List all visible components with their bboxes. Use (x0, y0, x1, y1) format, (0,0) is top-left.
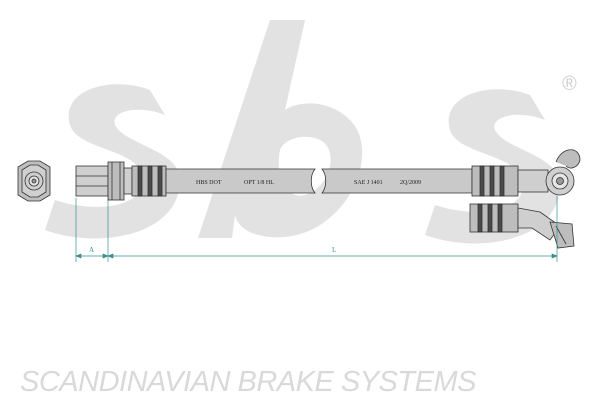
hose-right-section (321, 168, 473, 194)
brake-hose-assembly (17, 149, 581, 249)
logo-letter-s-2 (425, 89, 560, 244)
registered-mark: ® (562, 73, 577, 95)
dimension-lines (75, 196, 558, 262)
marking-opt: OPT 1/8 HL (244, 180, 274, 186)
brand-tagline: SCANDINAVIAN BRAKE SYSTEMS (20, 366, 477, 398)
right-fitting (471, 149, 581, 197)
left-fitting (75, 161, 167, 201)
marking-date: 2Q/2009 (400, 180, 421, 186)
logo-letter-s-1 (45, 84, 180, 239)
hex-fitting-end-view (17, 160, 51, 202)
marking-sae: SAE J 1401 (354, 180, 383, 186)
marking-hbs-dot: HBS DOT (196, 180, 222, 186)
hose-markings: HBS DOT OPT 1/8 HL SAE J 1401 2Q/2009 (196, 180, 421, 186)
logo-letter-b (198, 20, 363, 238)
dimension-l-label: L (332, 246, 336, 254)
right-fitting-side-view (469, 203, 575, 249)
hose-left-section (165, 168, 316, 194)
dimension-a-label: A (89, 246, 94, 254)
